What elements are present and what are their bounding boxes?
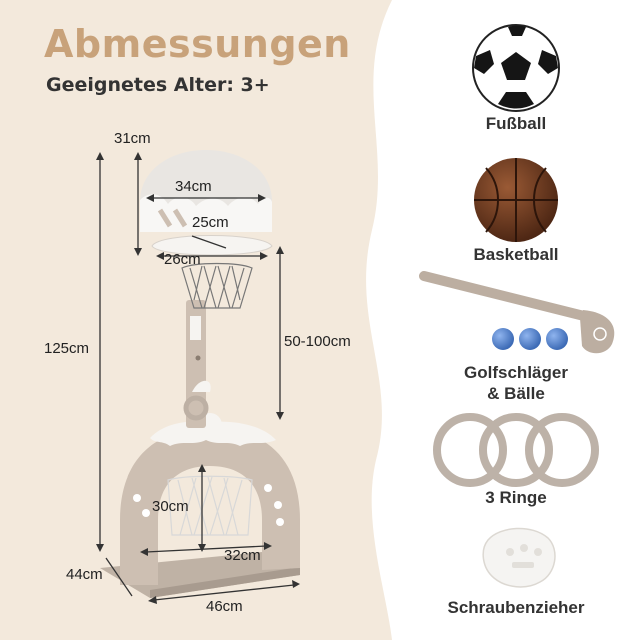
label-basketball: Basketball bbox=[473, 245, 559, 264]
dim-goal-width: 32cm bbox=[224, 547, 261, 564]
label-rings: 3 Ringe bbox=[485, 488, 547, 507]
football-image bbox=[472, 24, 560, 112]
basketball-image bbox=[474, 158, 558, 242]
rings-image bbox=[433, 413, 599, 487]
dim-base-width: 46cm bbox=[206, 598, 243, 615]
label-golf-balls: & Bälle bbox=[487, 384, 545, 403]
hoop-stand bbox=[100, 150, 300, 598]
label-screwdriver: Schraubenzieher bbox=[447, 598, 585, 617]
golf-club-image bbox=[419, 271, 615, 354]
label-football: Fußball bbox=[485, 114, 547, 133]
dim-base-depth: 44cm bbox=[66, 566, 103, 583]
dim-adjustable-height: 50-100cm bbox=[284, 333, 351, 350]
label-golf-club: Golfschläger bbox=[464, 363, 568, 382]
age-subtitle: Geeignetes Alter: 3+ bbox=[46, 74, 270, 96]
dim-rim-width: 26cm bbox=[164, 251, 201, 268]
dimension-lines bbox=[96, 152, 300, 604]
dim-backboard-width: 34cm bbox=[175, 178, 212, 195]
dim-total-height: 125cm bbox=[44, 340, 90, 357]
golf-balls-image bbox=[492, 328, 568, 350]
dim-goal-height: 30cm bbox=[152, 498, 189, 515]
screwdriver-image bbox=[482, 527, 556, 588]
dim-backboard-height: 31cm bbox=[114, 130, 151, 147]
page-title: Abmessungen bbox=[44, 22, 351, 66]
dim-rim-depth: 25cm bbox=[192, 214, 229, 231]
